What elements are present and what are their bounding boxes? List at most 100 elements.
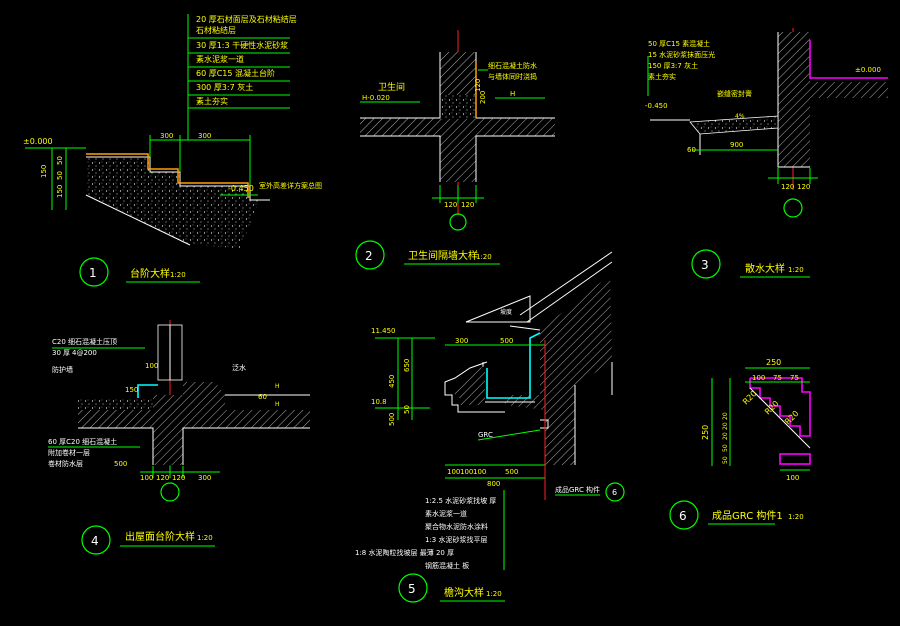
d4-dim-120-b: 120 <box>172 474 185 482</box>
d3-dim-120-a: 120 <box>781 183 794 191</box>
d1-dim-150: 150 <box>56 185 64 198</box>
d3-dim-60: 60 <box>687 146 696 154</box>
d5-dim-650: 650 <box>403 359 411 372</box>
d4-dim-500: 500 <box>114 460 127 468</box>
d1-dim-50b: 50 <box>56 171 64 180</box>
d5-eave-hatch <box>455 366 485 405</box>
d3-level-0: ±0.000 <box>855 66 881 74</box>
d6-dim-20-a: 20 <box>722 432 729 440</box>
d1-scale: 1:20 <box>170 271 186 279</box>
d6-diagonal <box>749 387 811 449</box>
d2-slab-hatch <box>360 118 555 136</box>
d1-number: 1 <box>89 266 97 280</box>
d2-number: 2 <box>365 249 373 263</box>
d6-title: 成品GRC 构件1 <box>712 509 783 522</box>
d1-layer-leaders <box>187 14 290 140</box>
d5-dim-800: 800 <box>487 480 500 488</box>
d3-finish-outline <box>809 40 888 79</box>
d2-note-1: 细石混凝土防水 <box>488 61 537 70</box>
d4-note-6: 60 厚C20 细石混凝土 <box>48 437 117 446</box>
d5-level-top: 11.450 <box>371 327 396 335</box>
d2-bottom-dims <box>432 185 484 203</box>
detail-2-toilet-partition: 卫生间 H-0.020 H 细石混凝土防水 与墙体同时浇捣 120 200 12… <box>355 30 555 270</box>
d4-number: 4 <box>91 534 99 548</box>
d3-wall-hatch <box>778 32 810 167</box>
d1-layer-7: 素土夯实 <box>196 96 228 106</box>
d2-outline-a <box>360 52 441 119</box>
d6-radius-3: R20 <box>783 409 801 427</box>
d2-outline-c <box>360 135 441 182</box>
d5-roof-edge <box>509 325 541 331</box>
d5-dim-100-a: 100 <box>447 468 460 476</box>
d3-layer-4: 素土夯实 <box>648 72 676 81</box>
d5-scale: 1:20 <box>486 590 502 598</box>
d4-number-circle <box>81 525 111 555</box>
d1-dim-450: 150 <box>40 165 48 178</box>
d6-number-circle <box>669 500 699 530</box>
d5-number-circle <box>398 573 428 603</box>
d6-dim-75-a: 75 <box>773 374 782 382</box>
d5-eave-profile <box>444 361 505 413</box>
d1-layer-6: 300 厚3:7 灰土 <box>196 82 253 92</box>
d3-floor-slab <box>778 82 888 98</box>
d4-note-5: 泛水 <box>232 363 246 372</box>
d5-note-5: 1:8 水泥陶粒找坡层 最薄 20 厚 <box>355 548 454 557</box>
d6-dim-50-b: 50 <box>722 444 729 452</box>
d4-note-8: 卷材防水层 <box>48 459 83 468</box>
d3-title: 散水大样 <box>745 262 785 275</box>
d5-note-1: 1:2.5 水泥砂浆找坡 厚 <box>425 496 496 505</box>
d2-level-right: H <box>510 90 515 98</box>
d5-roof-top-1 <box>519 251 613 316</box>
d2-number-circle <box>355 240 385 270</box>
d4-bottom-dims <box>140 466 220 478</box>
d5-grc-piece <box>540 419 549 429</box>
d2-dim-200-v: 200 <box>479 91 487 104</box>
d2-title: 卫生间隔墙大样 <box>408 249 478 262</box>
d1-finish-layer <box>86 153 249 198</box>
d2-dim-120-b: 120 <box>461 201 474 209</box>
d6-scale: 1:20 <box>788 513 804 521</box>
d3-number-circle <box>691 249 721 279</box>
d1-level-0: ±0.000 <box>23 137 53 146</box>
d1-layer-4: 素水泥浆一道 <box>196 54 244 64</box>
detail-1-step: 20 厚石材面层及石材粘结层 石材粘结层 30 厚1:3 干硬性水泥砂浆 素水泥… <box>23 14 322 287</box>
d1-note: 室外高差详方案总图 <box>259 181 322 190</box>
d5-dim-450: 450 <box>388 375 396 388</box>
d5-note-2: 素水泥浆一道 <box>425 509 467 518</box>
d5-number: 5 <box>408 582 416 596</box>
d2-scale: 1:20 <box>476 253 492 261</box>
d4-note-7: 附加卷材一层 <box>48 448 90 457</box>
d1-layer-2: 石材粘结层 <box>196 25 236 35</box>
d6-dim-100-bottom: 100 <box>786 474 799 482</box>
d5-note-4: 1:3 水泥砂浆找平层 <box>425 535 488 544</box>
d4-step-hatch <box>183 382 225 410</box>
d1-level-1: -0.450 <box>228 184 254 193</box>
d5-level-bottom: 10.8 <box>371 398 387 406</box>
d3-axis-bubble <box>783 198 803 218</box>
d3-slope: 4% <box>735 113 745 120</box>
d2-level-left: H-0.020 <box>362 94 390 102</box>
d6-number: 6 <box>679 509 687 523</box>
d4-dim-150: 150 <box>125 386 138 394</box>
d6-dims <box>711 367 810 471</box>
d5-note-3: 聚合物水泥防水涂料 <box>425 522 488 531</box>
d4-note-4: 防护墙 <box>52 365 73 374</box>
d6-radius-2: R20 <box>763 399 781 417</box>
d4-dim-120-a: 120 <box>156 474 169 482</box>
d5-note-6: 钢筋混凝土 板 <box>425 561 469 570</box>
d4-note-2: 30 厚 <box>52 349 70 357</box>
d1-dimensions <box>25 135 258 210</box>
d1-layer-5: 60 厚C15 混凝土台阶 <box>196 68 275 78</box>
d4-dim-100: 100 <box>145 362 158 370</box>
d2-dim-120-v: 120 <box>474 79 482 92</box>
d1-dim-50a: 50 <box>56 156 64 165</box>
d4-wall-hatch <box>153 395 183 465</box>
d6-dim-20-b: 20 <box>722 422 729 430</box>
d5-ref-bubble <box>605 482 625 502</box>
d5-slope-triangle <box>465 295 531 323</box>
d4-title: 出屋面台阶大样 <box>125 530 195 543</box>
detail-5-gutter: 坡度 11.450 10.8 300 500 450 650 50 <box>355 251 625 603</box>
d6-dim-75-b: 75 <box>790 374 799 382</box>
d3-layer-1: 50 厚C15 素混凝土 <box>648 39 710 48</box>
d6-dim-20-c: 20 <box>722 412 729 420</box>
